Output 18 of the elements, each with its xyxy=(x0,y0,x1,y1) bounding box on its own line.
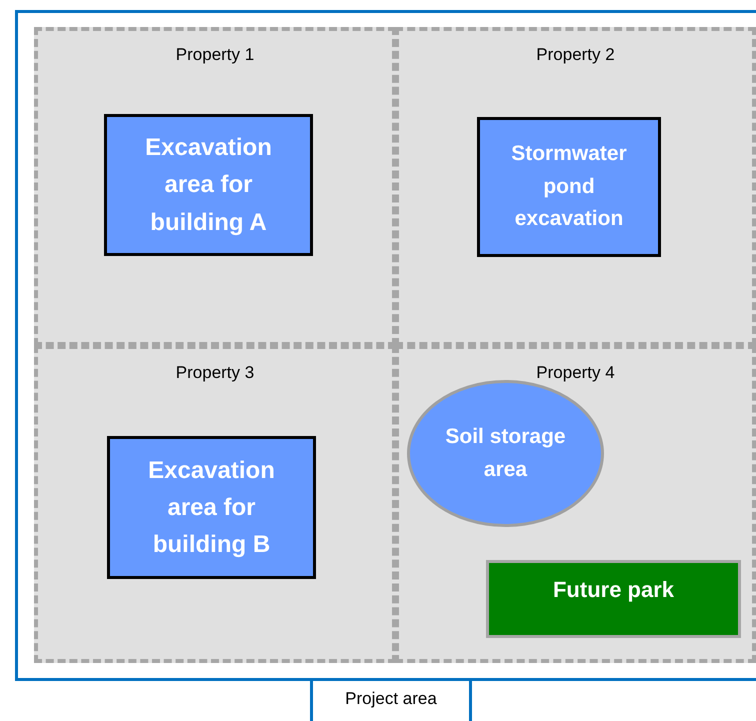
property-parcel xyxy=(34,345,396,663)
area-label: Stormwater pond excavation xyxy=(510,141,628,232)
park-area-box xyxy=(486,560,741,638)
area-label: Excavation area for building B xyxy=(147,456,276,560)
property-parcel xyxy=(395,27,756,346)
area-label: Excavation area for building A xyxy=(144,133,273,238)
excavation-area-box xyxy=(104,114,313,256)
property-label: Property 3 xyxy=(176,363,254,383)
property-parcel xyxy=(34,27,396,346)
property-label: Property 1 xyxy=(176,45,254,65)
area-label: Soil storage area xyxy=(444,424,567,482)
pond-area-box xyxy=(477,117,661,257)
area-label-tab: Project area xyxy=(310,681,472,721)
property-label: Property 2 xyxy=(536,45,615,65)
property-label: Property 4 xyxy=(536,363,615,383)
property-parcel xyxy=(395,345,756,663)
excavation-area-box xyxy=(107,436,316,579)
area-label: Future park xyxy=(552,576,674,604)
